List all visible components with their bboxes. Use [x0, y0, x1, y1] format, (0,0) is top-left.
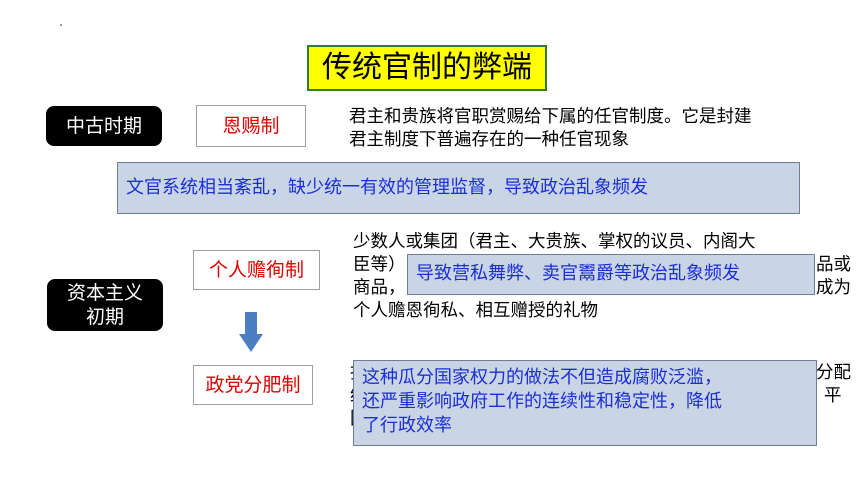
- description-grace-grant: 君主和贵族将官职赏赐给下属的任官制度。它是封建 君主制度下普遍存在的一种任官现象: [349, 106, 849, 152]
- decorative-dot: [60, 24, 62, 26]
- description-line: 君主和贵族将官职赏赐给下属的任官制度。它是封建: [349, 107, 752, 127]
- description-fragment: 平: [824, 386, 842, 406]
- description-line: 少数人或集团（君主、大贵族、掌权的议员、内阁大: [353, 232, 756, 252]
- description-fragment: 商品，: [353, 278, 406, 298]
- description-personal-patronage: 少数人或集团（君主、大贵族、掌权的议员、内阁大 臣等） 品或 商品， 成为 个人…: [353, 231, 858, 323]
- down-arrow-icon: [239, 312, 263, 352]
- period-label-line: 初期: [85, 306, 124, 328]
- note-medieval-consequence: 文官系统相当紊乱，缺少统一有效的管理监督，导致政治乱象频发: [117, 162, 800, 214]
- note-line: 还严重影响政府工作的连续性和稳定性，降低: [362, 391, 722, 412]
- description-fragment: 成为: [816, 278, 851, 298]
- description-fragment: 品或: [816, 255, 851, 275]
- description-line: 君主制度下普遍存在的一种任官现象: [349, 130, 629, 150]
- note-spoils-consequence: 这种瓜分国家权力的做法不但造成腐败泛滥， 还严重影响政府工作的连续性和稳定性，降…: [353, 360, 817, 446]
- description-line: 商品， 成为: [353, 277, 858, 300]
- description-line: 个人赡恩徇私、相互赠授的礼物: [353, 301, 598, 321]
- system-box-grace-grant: 恩赐制: [196, 105, 306, 147]
- period-label-early-capitalism: 资本主义 初期: [47, 279, 163, 331]
- system-box-spoils-system: 政党分肥制: [193, 365, 313, 405]
- description-fragment: 臣等）: [353, 255, 406, 275]
- note-patronage-consequence: 导致营私舞弊、卖官鬻爵等政治乱象频发: [407, 254, 815, 295]
- note-line: 这种瓜分国家权力的做法不但造成腐败泛滥，: [362, 367, 722, 388]
- description-line: 臣等） 品或: [353, 254, 858, 277]
- system-box-personal-patronage: 个人赡徇制: [193, 250, 320, 290]
- period-label-medieval: 中古时期: [46, 106, 162, 146]
- note-line: 了行政效率: [362, 415, 452, 436]
- page-title: 传统官制的弊端: [307, 45, 547, 91]
- period-label-line: 资本主义: [66, 282, 143, 304]
- description-fragment: 分配: [816, 363, 851, 383]
